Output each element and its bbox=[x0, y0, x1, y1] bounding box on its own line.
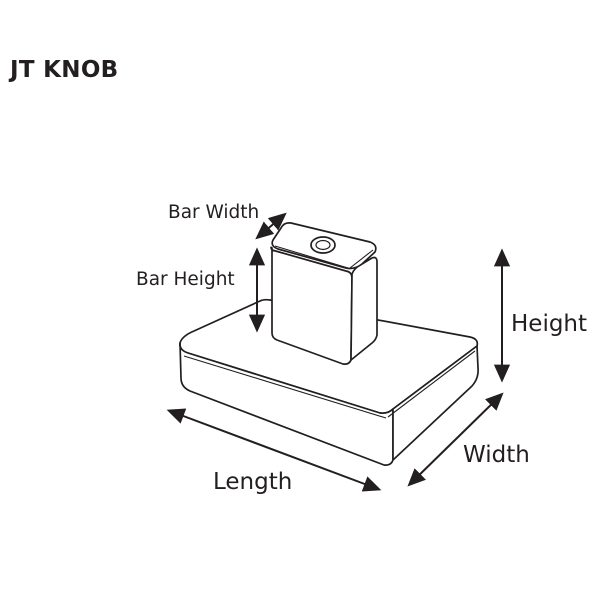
length-label: Length bbox=[213, 469, 292, 495]
knob-bar bbox=[270, 222, 378, 366]
width-arrow bbox=[407, 392, 504, 487]
bar-width-arrow bbox=[255, 212, 287, 240]
page-title: JT KNOB bbox=[10, 57, 119, 83]
length-arrow bbox=[166, 408, 382, 492]
height-label: Height bbox=[511, 311, 587, 337]
dimension-arrows bbox=[166, 212, 511, 492]
bar-height-label: Bar Height bbox=[136, 269, 235, 290]
width-label: Width bbox=[463, 442, 530, 468]
bar-width-label: Bar Width bbox=[168, 202, 259, 223]
